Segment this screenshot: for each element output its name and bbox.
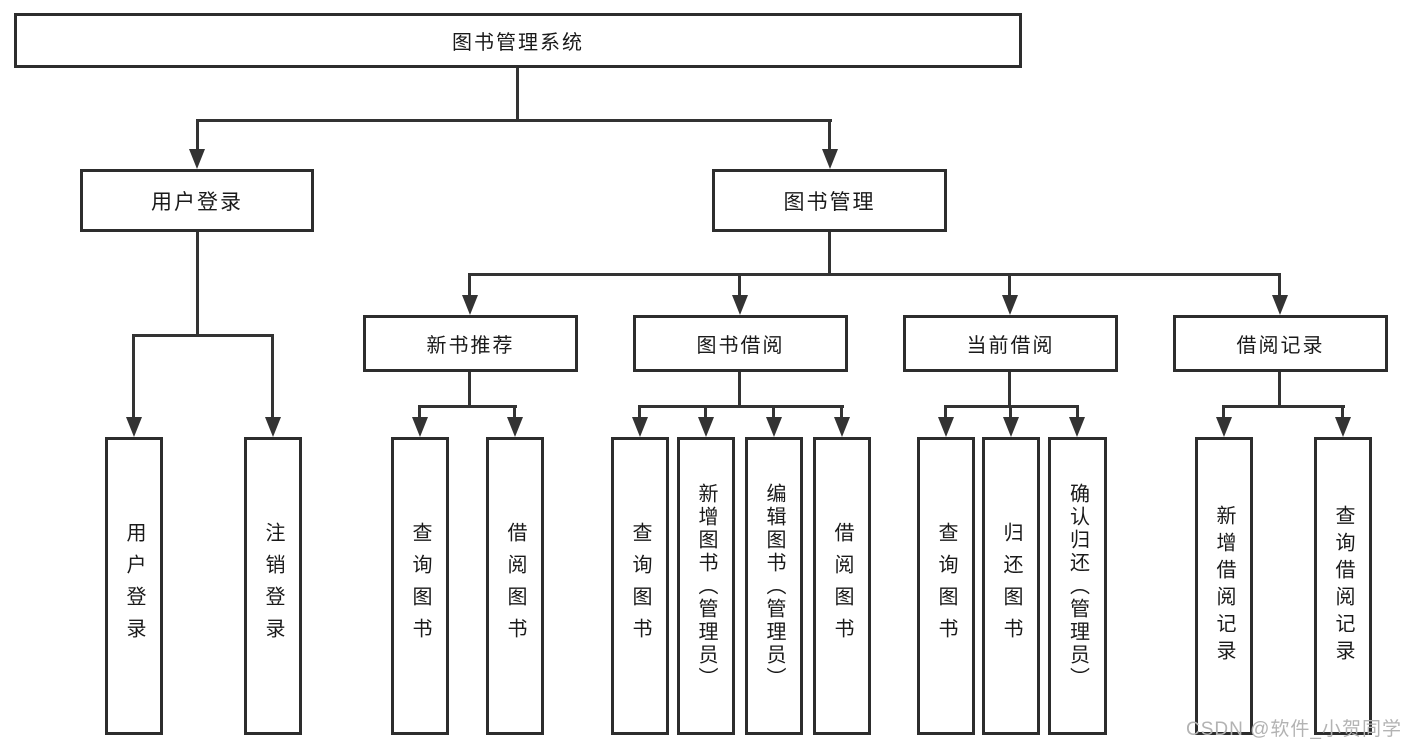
connector-hline — [468, 273, 1281, 276]
leaf-current-return: 归还图书 — [982, 437, 1040, 735]
leaf-newbooks-query-label: 查询图书 — [409, 522, 431, 650]
leaf-borrow-add-admin: 新增图书（管理员） — [677, 437, 735, 735]
leaf-newbooks-borrow-label: 借阅图书 — [504, 522, 526, 650]
leaf-borrow-add-admin-label: 新增图书（管理员） — [695, 482, 717, 690]
leaf-records-add: 新增借阅记录 — [1195, 437, 1253, 735]
arrowhead-down — [766, 417, 782, 437]
arrowhead-down — [189, 149, 205, 169]
connector-hline — [638, 405, 844, 408]
leaf-current-confirm-admin: 确认归还（管理员） — [1048, 437, 1107, 735]
leaf-records-add-label: 新增借阅记录 — [1213, 505, 1235, 667]
connector-vline — [738, 372, 741, 408]
arrowhead-down — [632, 417, 648, 437]
node-root-label: 图书管理系统 — [452, 32, 584, 54]
arrowhead-down — [507, 417, 523, 437]
node-current-borrow-label: 当前借阅 — [966, 335, 1055, 357]
node-new-book-recommend: 新书推荐 — [363, 315, 578, 372]
leaf-logout: 注销登录 — [244, 437, 302, 735]
connector-vline — [638, 405, 641, 419]
connector-vline — [196, 232, 199, 336]
connector-vline — [828, 232, 831, 276]
connector-vline — [738, 273, 741, 297]
leaf-borrow-query-label: 查询图书 — [629, 522, 651, 650]
node-user-login: 用户登录 — [80, 169, 314, 232]
connector-hline — [1222, 405, 1345, 408]
leaf-newbooks-query: 查询图书 — [391, 437, 449, 735]
leaf-records-query: 查询借阅记录 — [1314, 437, 1372, 735]
node-borrow-records: 借阅记录 — [1173, 315, 1388, 372]
connector-vline — [1076, 405, 1079, 419]
connector-vline — [132, 334, 135, 419]
connector-vline — [468, 273, 471, 297]
connector-vline — [516, 68, 519, 121]
leaf-borrow-edit-admin: 编辑图书（管理员） — [745, 437, 803, 735]
leaf-logout-label: 注销登录 — [262, 522, 284, 650]
arrowhead-down — [822, 149, 838, 169]
leaf-borrow-borrow: 借阅图书 — [813, 437, 871, 735]
connector-vline — [1278, 273, 1281, 297]
arrowhead-down — [1335, 417, 1351, 437]
leaf-current-return-label: 归还图书 — [1000, 522, 1022, 650]
arrowhead-down — [462, 295, 478, 315]
arrowhead-down — [698, 417, 714, 437]
node-new-book-recommend-label: 新书推荐 — [426, 335, 515, 357]
arrowhead-down — [1002, 295, 1018, 315]
leaf-records-query-label: 查询借阅记录 — [1332, 505, 1354, 667]
connector-vline — [1278, 372, 1281, 408]
node-book-borrow: 图书借阅 — [633, 315, 848, 372]
arrowhead-down — [412, 417, 428, 437]
arrowhead-down — [1216, 417, 1232, 437]
leaf-current-query-label: 查询图书 — [935, 522, 957, 650]
connector-vline — [1008, 372, 1011, 408]
connector-vline — [1222, 405, 1225, 419]
connector-hline — [132, 334, 274, 337]
node-book-borrow-label: 图书借阅 — [696, 335, 785, 357]
leaf-borrow-query: 查询图书 — [611, 437, 669, 735]
leaf-user-login: 用户登录 — [105, 437, 163, 735]
arrowhead-down — [732, 295, 748, 315]
connector-vline — [196, 119, 199, 152]
connector-vline — [1008, 273, 1011, 297]
connector-vline — [704, 405, 707, 419]
leaf-newbooks-borrow: 借阅图书 — [486, 437, 544, 735]
leaf-current-query: 查询图书 — [917, 437, 975, 735]
node-borrow-records-label: 借阅记录 — [1236, 335, 1325, 357]
leaf-current-confirm-admin-label: 确认归还（管理员） — [1066, 482, 1089, 690]
connector-vline — [1341, 405, 1344, 419]
arrowhead-down — [1069, 417, 1085, 437]
arrowhead-down — [938, 417, 954, 437]
csdn-watermark: CSDN @软件_小贺同学 — [1186, 719, 1402, 740]
arrowhead-down — [834, 417, 850, 437]
node-current-borrow: 当前借阅 — [903, 315, 1118, 372]
connector-hline — [196, 119, 832, 122]
connector-vline — [840, 405, 843, 419]
leaf-borrow-borrow-label: 借阅图书 — [831, 522, 853, 650]
connector-vline — [418, 405, 421, 419]
arrowhead-down — [265, 417, 281, 437]
node-book-management: 图书管理 — [712, 169, 947, 232]
connector-vline — [271, 334, 274, 419]
node-user-login-label: 用户登录 — [151, 190, 243, 214]
connector-hline — [418, 405, 517, 408]
node-root: 图书管理系统 — [14, 13, 1022, 68]
connector-vline — [828, 119, 831, 152]
arrowhead-down — [1003, 417, 1019, 437]
connector-vline — [468, 372, 471, 408]
leaf-user-login-label: 用户登录 — [123, 522, 145, 650]
arrowhead-down — [126, 417, 142, 437]
connector-vline — [1009, 405, 1012, 419]
connector-vline — [513, 405, 516, 419]
leaf-borrow-edit-admin-label: 编辑图书（管理员） — [763, 482, 785, 690]
node-book-management-label: 图书管理 — [783, 190, 876, 214]
connector-vline — [944, 405, 947, 419]
connector-vline — [772, 405, 775, 419]
arrowhead-down — [1272, 295, 1288, 315]
